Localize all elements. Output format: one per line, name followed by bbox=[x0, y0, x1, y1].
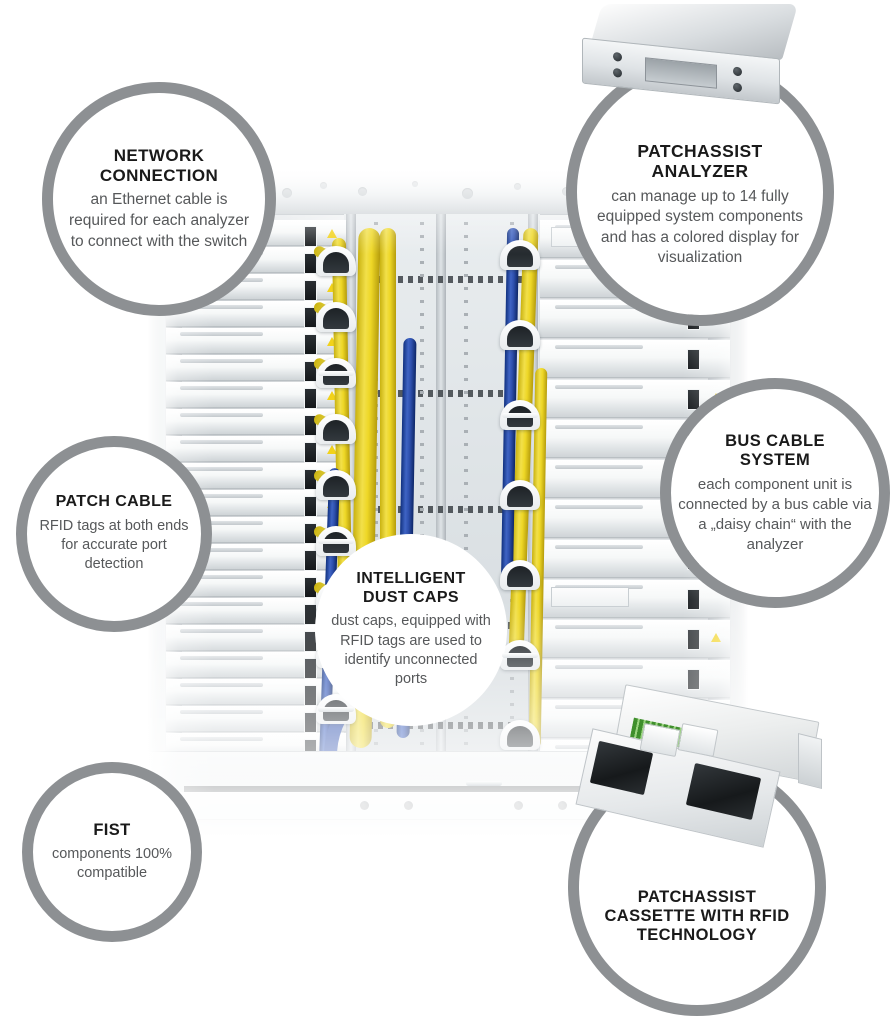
tray-port bbox=[304, 550, 318, 572]
patchassist-analyzer-device-photo bbox=[576, 4, 804, 105]
base-screw bbox=[403, 801, 413, 810]
tray-port bbox=[304, 442, 318, 464]
cassette-tray-row bbox=[540, 340, 730, 378]
callout-patchassist-analyzer[interactable]: PATCHASSIST ANALYZER can manage up to 14… bbox=[566, 58, 834, 326]
tray-slot bbox=[180, 682, 264, 687]
tray-port bbox=[304, 496, 318, 518]
tray-slot bbox=[555, 385, 643, 390]
callout-body: RFID tags at both ends for accurate port… bbox=[39, 517, 189, 573]
base-screw bbox=[359, 801, 369, 810]
tray-slot bbox=[180, 709, 264, 714]
callout-fist[interactable]: FIST components 100% compatible bbox=[22, 762, 202, 942]
tray-slot bbox=[180, 466, 264, 471]
callout-network-connection[interactable]: NETWORK CONNECTION an Ethernet cable is … bbox=[42, 82, 276, 316]
callout-body: can manage up to 14 fully equipped syste… bbox=[597, 187, 803, 267]
tray-slot bbox=[180, 331, 264, 336]
tray-port bbox=[304, 226, 318, 248]
cassette-tray-row bbox=[166, 328, 346, 356]
tray-port bbox=[304, 334, 318, 356]
tray-port bbox=[304, 280, 318, 302]
tray-slot bbox=[180, 628, 264, 633]
tray-port bbox=[304, 685, 318, 707]
base-screw bbox=[558, 801, 568, 810]
tray-slot bbox=[180, 655, 264, 660]
tray-port bbox=[686, 668, 700, 690]
callout-title: PATCHASSIST ANALYZER bbox=[637, 140, 763, 182]
tray-slot bbox=[555, 505, 643, 510]
callout-body: each component unit is connected by a bu… bbox=[678, 475, 872, 553]
callout-title: PATCH CABLE bbox=[55, 493, 173, 511]
callout-body: an Ethernet cable is required for each a… bbox=[68, 191, 250, 250]
tray-slot bbox=[555, 545, 643, 550]
callout-patch-cable[interactable]: PATCH CABLE RFID tags at both ends for a… bbox=[16, 436, 212, 632]
analyzer-button-icon bbox=[613, 67, 622, 78]
callout-bus-cable-system[interactable]: BUS CABLE SYSTEM each component unit is … bbox=[660, 378, 890, 608]
callout-title: FIST bbox=[93, 820, 131, 839]
callout-body: components 100% compatible bbox=[51, 845, 173, 882]
callout-intelligent-dust-caps[interactable]: INTELLIGENT DUST CAPS dust caps, equippe… bbox=[315, 534, 507, 726]
tray-slot bbox=[180, 439, 264, 444]
tray-port bbox=[686, 588, 700, 610]
callout-title: PATCHASSIST CASSETTE WITH RFID TECHNOLOG… bbox=[604, 887, 790, 945]
tray-slot bbox=[180, 736, 264, 741]
tray-port bbox=[686, 348, 700, 370]
cassette-tray-row bbox=[540, 620, 730, 658]
analyzer-button-icon bbox=[733, 82, 742, 93]
callout-title: NETWORK CONNECTION bbox=[99, 145, 219, 185]
tray-slot bbox=[555, 665, 643, 670]
tray-port bbox=[686, 628, 700, 650]
analyzer-button-icon bbox=[733, 66, 742, 77]
tray-slot bbox=[555, 625, 643, 630]
tray-slot bbox=[180, 358, 264, 363]
cassette-side-panel bbox=[798, 733, 822, 789]
tray-slot bbox=[555, 345, 643, 350]
warning-triangle-icon bbox=[710, 632, 721, 642]
warning-triangle-icon bbox=[327, 228, 337, 238]
callout-title: BUS CABLE SYSTEM bbox=[725, 431, 825, 469]
callout-title: INTELLIGENT DUST CAPS bbox=[356, 570, 466, 606]
tray-slot bbox=[180, 412, 264, 417]
analyzer-button-icon bbox=[613, 51, 622, 62]
tray-slot bbox=[555, 465, 643, 470]
tray-label bbox=[551, 586, 630, 607]
tray-slot bbox=[180, 385, 264, 390]
patchassist-cassette-rfid-photo bbox=[575, 684, 826, 862]
tray-slot bbox=[555, 425, 643, 430]
tray-slot bbox=[180, 601, 264, 606]
analyzer-display-icon bbox=[645, 57, 717, 89]
callout-body: dust caps, equipped with RFID tags are u… bbox=[331, 613, 491, 688]
tray-port bbox=[304, 388, 318, 410]
base-screw bbox=[514, 801, 524, 810]
cassette-splice-tray bbox=[685, 762, 762, 821]
cassette-tray-row bbox=[540, 580, 730, 618]
